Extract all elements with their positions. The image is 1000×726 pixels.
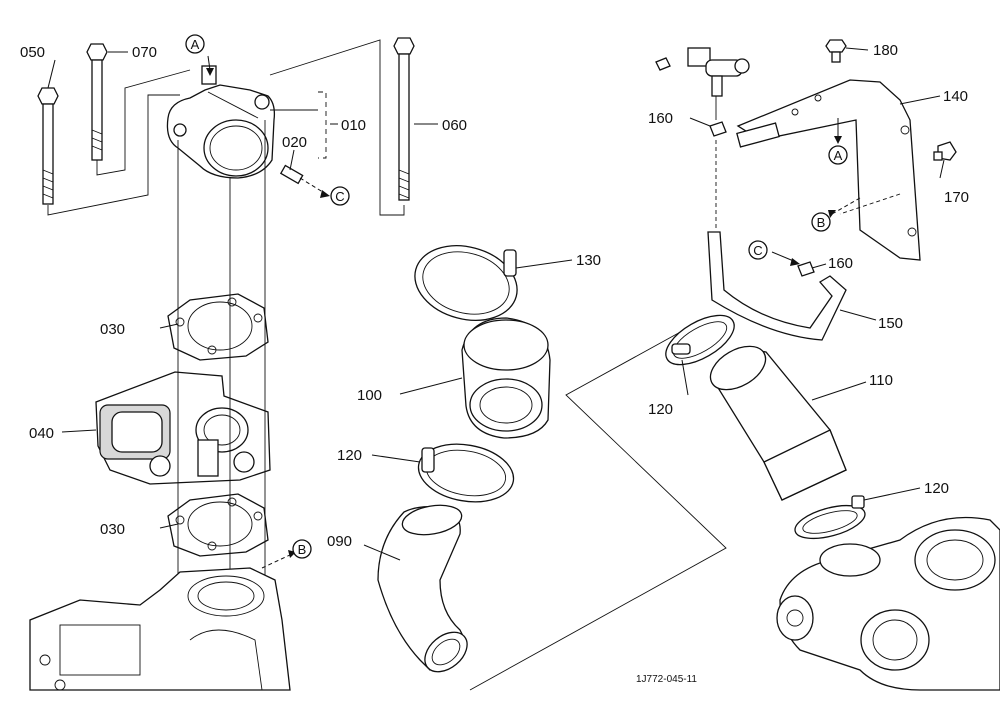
marker-label: B xyxy=(298,542,307,557)
marker-label: A xyxy=(191,37,200,52)
callout-150: 150 xyxy=(878,315,903,332)
hose-clamp-120-middle xyxy=(417,443,515,503)
callout-060: 060 xyxy=(442,117,467,134)
callout-160-upper: 160 xyxy=(648,110,673,127)
marker-a-right xyxy=(828,145,848,165)
turbocharger xyxy=(776,516,1000,691)
thermostat-housing-010 xyxy=(166,65,276,179)
marker-label: C xyxy=(335,189,344,204)
marker-label: A xyxy=(834,148,843,163)
marker-c-left xyxy=(330,186,350,206)
callout-010: 010 xyxy=(341,117,366,134)
marker-c-right xyxy=(748,240,768,260)
elbow-pipe-090 xyxy=(377,504,468,673)
marker-label: B xyxy=(817,215,826,230)
temp-sensor-020 xyxy=(279,164,304,185)
callout-120-lower: 120 xyxy=(924,480,949,497)
callout-050: 050 xyxy=(20,44,45,61)
callout-110: 110 xyxy=(869,372,893,389)
vacuum-hose-150 xyxy=(707,231,847,341)
rubber-hose-100 xyxy=(461,317,551,439)
pipe-110 xyxy=(709,345,847,501)
callout-160-lower: 160 xyxy=(828,255,853,272)
callout-100: 100 xyxy=(357,387,382,404)
callout-180: 180 xyxy=(873,42,898,59)
hose-clamp-130 xyxy=(414,245,518,321)
intake-manifold xyxy=(29,567,291,691)
marker-label: C xyxy=(753,243,762,258)
clip-160-upper xyxy=(709,121,727,137)
hose-clamp-120-lower xyxy=(794,495,866,540)
bolt-180 xyxy=(825,39,847,63)
callout-120-middle: 120 xyxy=(337,447,362,464)
callout-020: 020 xyxy=(282,134,307,151)
callout-120-upper: 120 xyxy=(648,401,673,418)
callout-090: 090 xyxy=(327,533,352,550)
callout-040: 040 xyxy=(29,425,54,442)
bolt-070 xyxy=(86,43,108,161)
reference-code: 1J772-045-11 xyxy=(636,674,697,685)
callout-130: 130 xyxy=(576,252,601,269)
bolt-170 xyxy=(933,141,957,161)
callout-140: 140 xyxy=(943,88,968,105)
bracket-140 xyxy=(736,79,921,261)
callout-030-upper: 030 xyxy=(100,321,125,338)
hose-clamp-120-upper xyxy=(665,314,735,366)
egr-valve-040 xyxy=(95,371,271,485)
bolt-060 xyxy=(393,37,415,201)
marker-a-top xyxy=(185,34,205,54)
gasket-030-upper xyxy=(167,293,269,361)
clip-160-lower xyxy=(797,261,815,277)
callout-070: 070 xyxy=(132,44,157,61)
callout-170: 170 xyxy=(944,189,969,206)
marker-b-right xyxy=(811,212,831,232)
marker-b-left xyxy=(292,539,312,559)
pressure-sensor xyxy=(655,47,780,148)
callout-030-lower: 030 xyxy=(100,521,125,538)
bolt-050 xyxy=(37,87,59,205)
gasket-030-lower xyxy=(167,493,269,557)
